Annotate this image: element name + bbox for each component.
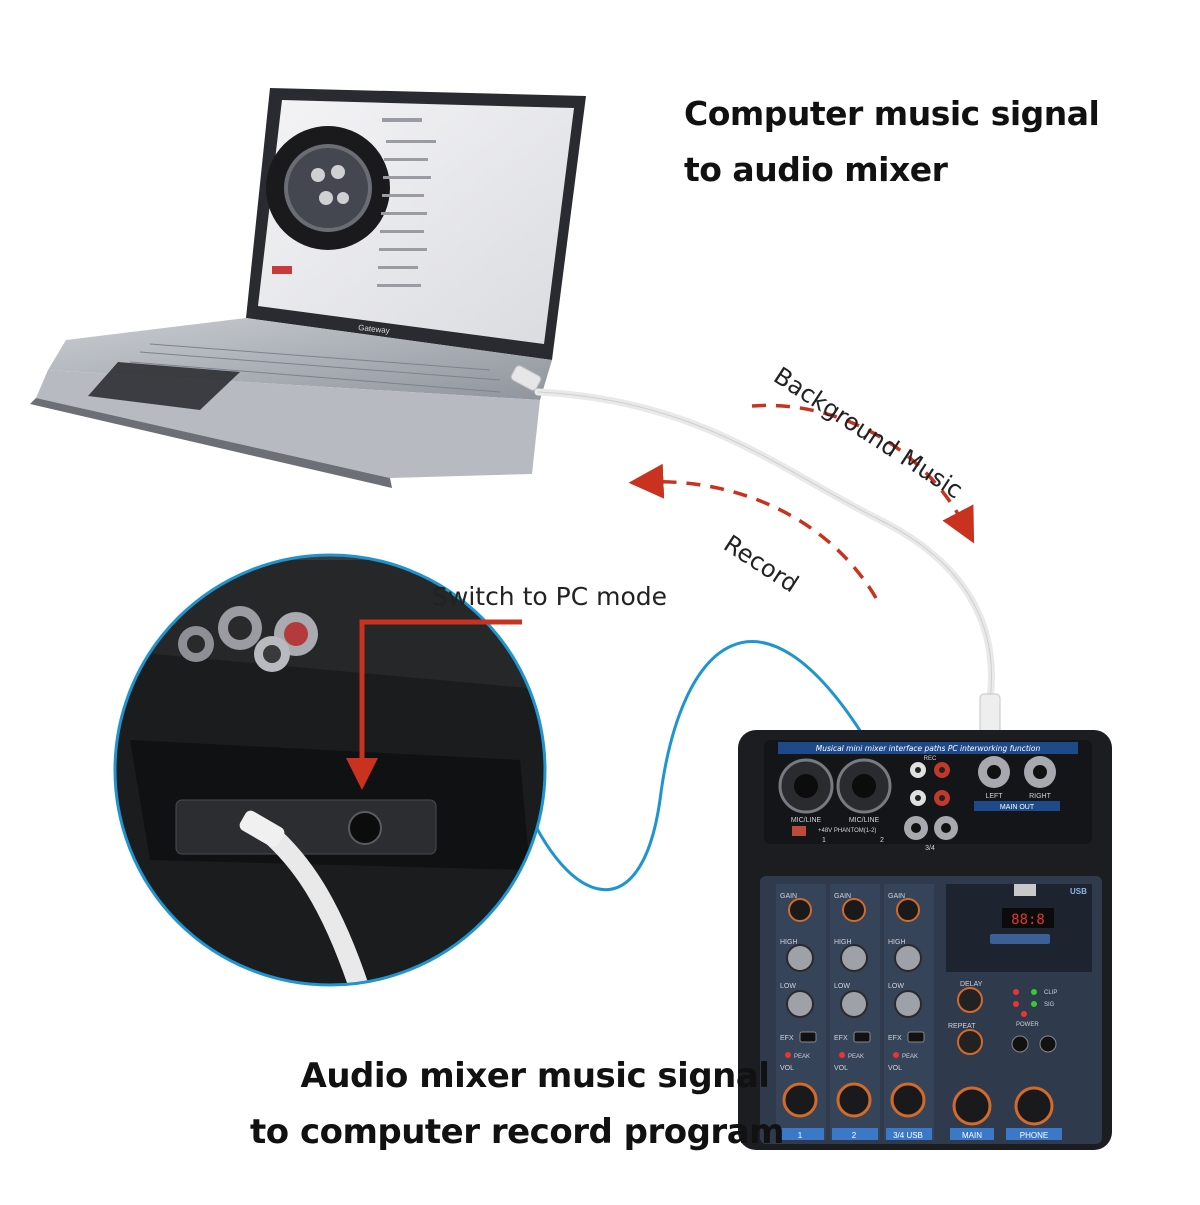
svg-text:LEFT: LEFT [985,793,1003,800]
channel-strips: GAINHIGHLOWEFXPEAKVOL1GAINHIGHLOWEFXPEAK… [776,884,934,1140]
background-music-label: Background Music [769,362,968,505]
low-label: LOW [780,983,796,990]
vol-label: VOL [888,1065,902,1072]
volume-knob[interactable] [890,1082,926,1118]
callout-arrow [359,619,522,760]
record-arrow [628,463,878,599]
high-eq-knob[interactable] [894,944,922,972]
efx-label: EFX [780,1035,794,1042]
gain-knob[interactable] [788,898,812,922]
channel-number: 2 [852,1131,857,1140]
high-label: HIGH [834,939,852,946]
svg-text:MIC/LINE: MIC/LINE [849,817,880,824]
gain-knob[interactable] [896,898,920,922]
gain-label: GAIN [834,893,851,900]
efx-button[interactable] [799,1031,817,1043]
svg-text:MAIN: MAIN [962,1131,982,1140]
gain-knob[interactable] [842,898,866,922]
volume-knob[interactable] [836,1082,872,1118]
led-display [1002,908,1054,928]
headline-top-line1: Computer music signal [684,94,1100,133]
headline-top: Computer music signal to audio mixer [684,86,1100,198]
svg-text:REC: REC [924,756,937,762]
zoom-detail [113,553,547,987]
mixer-banner-text: Musical mini mixer interface paths PC in… [816,744,1041,753]
zoom-cable-blue [518,640,868,891]
svg-text:SIG: SIG [1044,1002,1055,1008]
svg-text:REPEAT: REPEAT [948,1023,976,1030]
efx-label: EFX [834,1035,848,1042]
efx-button[interactable] [853,1031,871,1043]
svg-text:3/4: 3/4 [925,845,935,852]
vol-label: VOL [780,1065,794,1072]
headline-bottom: Audio mixer music signal to computer rec… [250,1048,785,1160]
svg-text:RIGHT: RIGHT [1029,793,1052,800]
svg-text:88:8: 88:8 [1011,912,1045,928]
svg-text:CLIP: CLIP [1044,990,1057,996]
svg-text:POWER: POWER [1016,1022,1039,1028]
laptop-brand: Gateway [358,323,390,335]
channel-number: 1 [798,1131,803,1140]
keyboard [129,343,501,393]
svg-text:USB: USB [1070,887,1087,896]
headline-top-line2: to audio mixer [684,150,948,189]
high-eq-knob[interactable] [840,944,868,972]
zoom-ring [113,553,547,987]
usb-cable-white [534,388,995,704]
low-eq-knob[interactable] [840,990,868,1018]
high-label: HIGH [888,939,906,946]
audio-mixer: Musical mini mixer interface paths PC in… [738,730,1112,1150]
headline-bottom-line1: Audio mixer music signal [300,1056,770,1096]
record-label: Record [719,530,804,599]
efx-label: EFX [888,1035,902,1042]
svg-text:DELAY: DELAY [960,981,983,988]
usb-plug-laptop [510,365,542,391]
peak-led [839,1052,845,1058]
low-eq-knob[interactable] [894,990,922,1018]
vol-label: VOL [834,1065,848,1072]
high-eq-knob[interactable] [786,944,814,972]
channel-number-tab [778,1128,824,1140]
background-music-arrow [751,403,975,544]
low-eq-knob[interactable] [786,990,814,1018]
peak-led [785,1052,791,1058]
pc-mode-switch [348,811,382,845]
touchpad [88,362,240,410]
playlist [377,118,436,287]
peak-label: PEAK [902,1054,918,1060]
headline-bottom-line2: to computer record program [250,1112,785,1152]
peak-label: PEAK [794,1054,810,1060]
efx-button[interactable] [907,1031,925,1043]
svg-text:1: 1 [822,837,826,844]
peak-led [893,1052,899,1058]
low-label: LOW [834,983,850,990]
channel-number-tab [886,1128,932,1140]
svg-text:MAIN OUT: MAIN OUT [1000,804,1035,811]
laptop-base [48,318,552,400]
high-label: HIGH [780,939,798,946]
svg-text:PHONE: PHONE [1020,1131,1048,1140]
peak-label: PEAK [848,1054,864,1060]
mixer-banner [778,742,1078,754]
switch-callout-label: Switch to PC mode [432,582,668,611]
laptop: Gateway [30,88,586,488]
svg-text:MIC/LINE: MIC/LINE [791,817,822,824]
volume-knob[interactable] [782,1082,818,1118]
svg-text:2: 2 [880,837,884,844]
gain-label: GAIN [888,893,905,900]
svg-text:+48V PHANTOM(1-2): +48V PHANTOM(1-2) [818,828,876,834]
channel-number: 3/4 USB [893,1131,923,1140]
channel-number-tab [832,1128,878,1140]
low-label: LOW [888,983,904,990]
gain-label: GAIN [780,893,797,900]
